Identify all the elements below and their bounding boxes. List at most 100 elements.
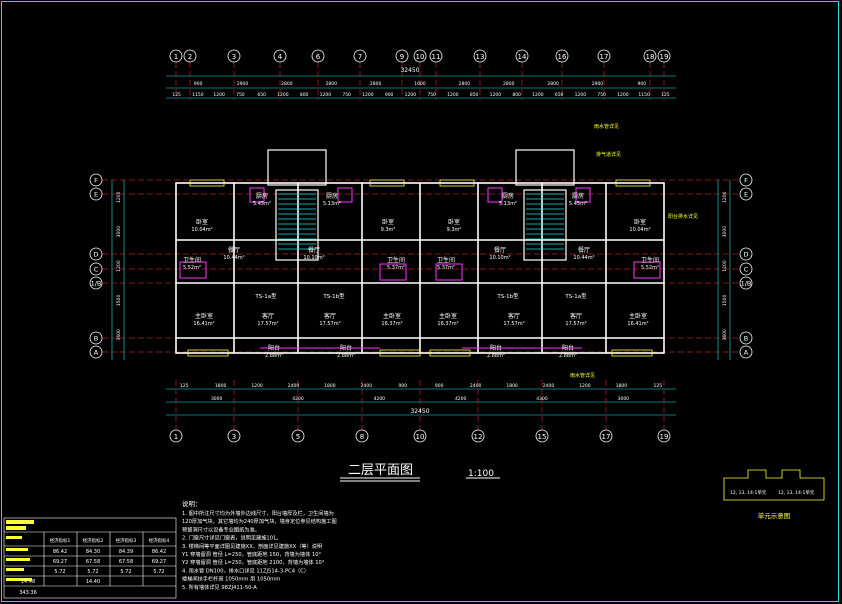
room-name: 卫生间 <box>437 256 455 264</box>
unit-type: TS-1a型 <box>254 292 277 300</box>
room-name: 餐厅 <box>578 246 590 254</box>
dim-left: 1500 <box>116 295 122 307</box>
room-name: 厨房 <box>572 192 584 200</box>
axis-bubble-top <box>429 49 443 63</box>
axis-bubble-right <box>739 187 753 201</box>
room-name: 主卧室 <box>383 312 401 320</box>
dim-top-2: 800 <box>512 92 521 98</box>
dim-top-1: 2900 <box>592 81 604 87</box>
dim-bottom-2: 3000 <box>211 396 223 402</box>
table-sub: 14.48 <box>21 579 35 585</box>
room-name: 餐厅 <box>494 246 506 254</box>
room-name: 卧室 <box>634 218 646 226</box>
dim-top-2: 1150 <box>638 92 650 98</box>
axis-label-bottom: 5 <box>296 433 300 441</box>
axis-label-top: 10 <box>416 53 425 61</box>
dim-bottom-2: 4200 <box>292 396 304 402</box>
axis-label-left: B <box>94 335 98 343</box>
dim-top-1: 2800 <box>503 81 515 87</box>
room-name: 卫生间 <box>641 256 659 264</box>
room-name: 客厅 <box>508 312 520 320</box>
note-line: Y1 穿墙留洞 管径 L=250，管底距地 150，背墙为墙体 10° <box>181 550 322 558</box>
room-name: 卧室 <box>448 218 460 226</box>
axis-bubble-bottom <box>657 429 671 443</box>
note-line: 楼梯间扶手栏杆高 1050mm 用 1050mm <box>182 575 280 583</box>
table-cell: 84.30 <box>86 549 100 555</box>
axis-bubble-left <box>89 345 103 359</box>
dim-bottom-2: 3000 <box>618 396 630 402</box>
room-area: 10.44m² <box>223 255 244 261</box>
axis-label-right: A <box>744 349 749 357</box>
dim-top-2: 1200 <box>532 92 544 98</box>
unit-type: TS-1b型 <box>496 292 519 300</box>
dim-bottom-1: 1800 <box>324 383 336 389</box>
callout-2: 阳台排水详见 <box>668 213 698 220</box>
axis-bubble-bottom <box>355 429 369 443</box>
dim-top-2: 1200 <box>447 92 459 98</box>
room-area: 5.37m² <box>437 265 455 271</box>
room-area: 5.13m² <box>323 201 341 207</box>
dim-bottom-1: 900 <box>398 383 407 389</box>
axis-bubble-bottom <box>227 429 241 443</box>
axis-label-top: 11 <box>432 53 441 61</box>
axis-label-bottom: 12 <box>474 433 483 441</box>
callout-3: 排气道详见 <box>596 151 621 158</box>
room-area: 5.52m² <box>183 265 201 271</box>
room-area: 2.88m² <box>265 353 283 359</box>
axis-label-top: 13 <box>476 53 485 61</box>
keyplan-label-1: 12, 13, 14-1单元 <box>730 489 767 496</box>
axis-label-left: C <box>94 266 99 274</box>
axis-label-top: 6 <box>316 53 321 61</box>
note-line: 5. 所有墙体详见 98ZJ411-50-A <box>182 583 257 591</box>
room-name: 客厅 <box>570 312 582 320</box>
room-area: 5.52m² <box>641 265 659 271</box>
dim-bottom-1: 1200 <box>251 383 263 389</box>
room-name: 卧室 <box>382 218 394 226</box>
room-area: 5.45m² <box>569 201 587 207</box>
room-area: 10.10m² <box>489 255 510 261</box>
note-line: 3. 楼梯间等平面详图见建施XX，剖面详见建施XX（等）说明 <box>182 542 322 550</box>
dim-top-1: 2800 <box>326 81 338 87</box>
axis-bubble-top <box>273 49 287 63</box>
axis-lines <box>102 62 740 430</box>
stair-treads <box>278 193 564 250</box>
axis-bubble-top <box>227 49 241 63</box>
keyplan-outline <box>723 469 825 501</box>
room-area: 16.37m² <box>437 321 458 327</box>
axis-bubble-right <box>739 331 753 345</box>
table-header: 经济指标2 <box>83 537 104 544</box>
dim-top-2: 850 <box>470 92 479 98</box>
axis-label-bottom: 17 <box>602 433 611 441</box>
room-area: 5.45m² <box>253 201 271 207</box>
table-cell: 5.72 <box>120 569 131 575</box>
axis-bubble-top <box>311 49 325 63</box>
dim-right: 1200 <box>722 191 728 203</box>
dim-bottom-1: 2400 <box>361 383 373 389</box>
axis-bubble-right <box>739 247 753 261</box>
axis-label-bottom: 1 <box>174 433 178 441</box>
room-name: 卫生间 <box>183 256 201 264</box>
unit-type: TS-1a型 <box>564 292 587 300</box>
room-area: 5.37m² <box>387 265 405 271</box>
dim-top-2: 1200 <box>617 92 629 98</box>
notes: 1. 图中所注尺寸均为外墙外边线尺寸，阳台墙厚及栏，卫生间墙为 120厚加气块，… <box>181 509 337 591</box>
axis-label-top: 14 <box>518 53 527 61</box>
dim-top-1: 900 <box>638 81 647 87</box>
axis-bubble-top <box>395 49 409 63</box>
room-area: 17.57m² <box>257 321 278 327</box>
axis-label-top: 18 <box>646 53 655 61</box>
axis-label-bottom: 10 <box>416 433 425 441</box>
dim-top-2: 750 <box>236 92 245 98</box>
dim-top-2: 1200 <box>320 92 332 98</box>
room-name: 阳台 <box>340 344 352 352</box>
dim-top-1: 2900 <box>237 81 249 87</box>
dim-top-2: 1200 <box>277 92 289 98</box>
dim-top-2: 750 <box>342 92 351 98</box>
axis-bubble-bottom <box>471 429 485 443</box>
dim-bottom-1: 2400 <box>288 383 300 389</box>
axis-bubble-top <box>657 49 671 63</box>
dim-right: 3600 <box>722 329 728 341</box>
table-header: 经济指标1 <box>50 537 71 544</box>
dim-left: 1200 <box>116 191 122 203</box>
